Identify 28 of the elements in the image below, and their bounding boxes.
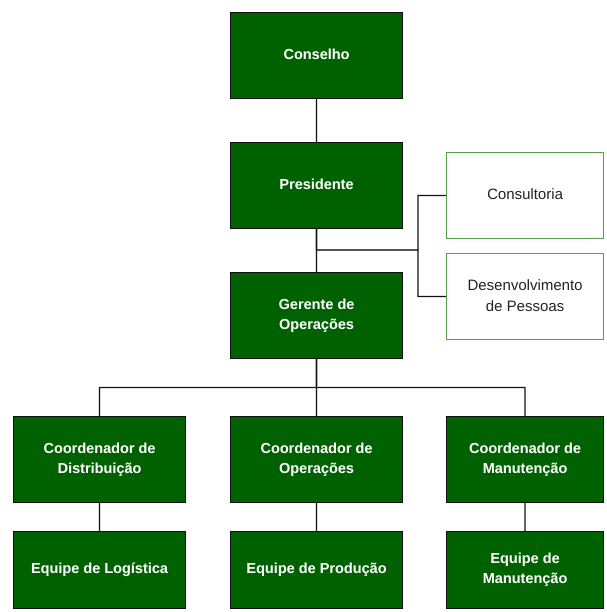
org-box (446, 416, 604, 503)
box-label: Consultoria (486, 185, 564, 206)
box-label: Desenvolvimento de Pessoas (466, 276, 584, 316)
advisory-box (446, 253, 604, 340)
org-box (446, 531, 604, 609)
org-box (230, 12, 403, 99)
box-label: Coordenador de Operações (260, 440, 374, 478)
connector-line (316, 229, 318, 272)
box-label: Gerente de Operações (278, 296, 356, 334)
connector-line (316, 503, 318, 531)
box-label: Equipe de Logística (30, 560, 169, 580)
org-box (230, 416, 403, 503)
advisory-box (446, 152, 604, 239)
box-label: Equipe de Produção (245, 560, 388, 580)
org-box (13, 531, 186, 609)
org-box (230, 142, 403, 229)
connector-line (524, 503, 526, 531)
connector-line (98, 503, 100, 531)
box-label: Presidente (278, 176, 355, 195)
box-label: Coordenador de Distribuição (42, 440, 156, 478)
org-box (13, 416, 186, 503)
org-box (230, 531, 403, 609)
org-box (230, 272, 403, 359)
connector-line (316, 99, 318, 142)
box-label: Coordenador de Manutenção (468, 440, 582, 478)
box-label: Conselho (282, 46, 351, 65)
connector-line (316, 359, 526, 416)
box-label: Equipe de Manutenção (482, 550, 568, 589)
